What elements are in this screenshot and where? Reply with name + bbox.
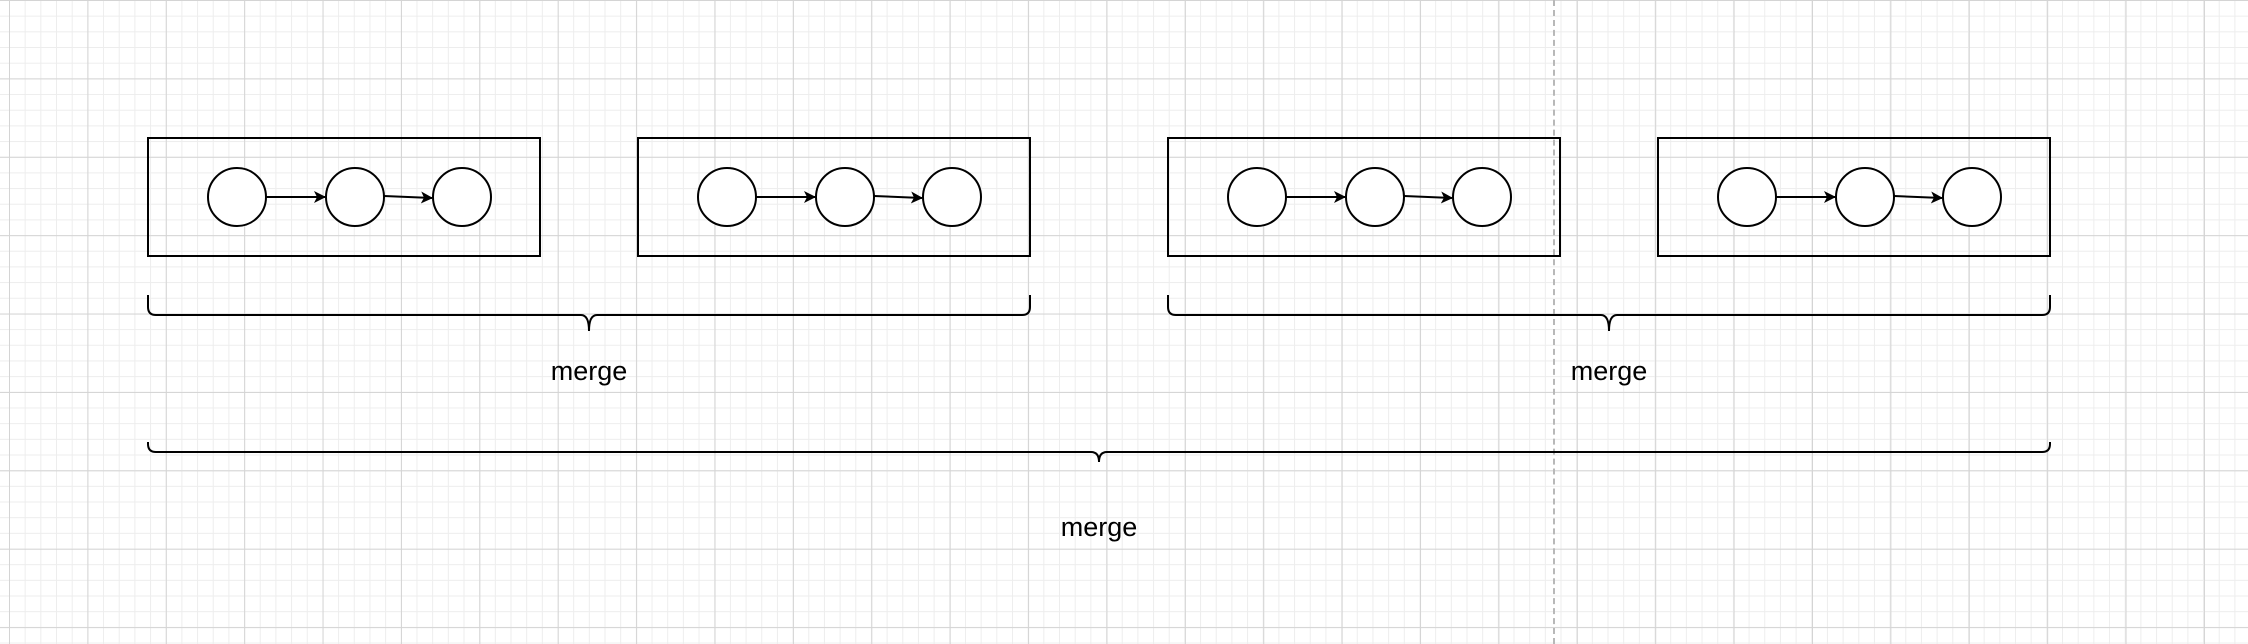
arrow [1403, 191, 1453, 204]
list-node [207, 167, 267, 227]
page-divider [1553, 0, 1555, 644]
list-node [697, 167, 757, 227]
list-node [1835, 167, 1895, 227]
list-box [637, 137, 1031, 257]
arrow [383, 191, 433, 204]
list-group-4 [1657, 137, 2051, 257]
list-box [147, 137, 541, 257]
list-group-1 [147, 137, 541, 257]
list-node [1227, 167, 1287, 227]
list-node [922, 167, 982, 227]
arrow [873, 191, 923, 204]
merge-brace-1 [147, 295, 1031, 332]
list-node [1452, 167, 1512, 227]
merge-brace-3 [147, 442, 2051, 463]
arrow [1893, 191, 1943, 204]
list-node [432, 167, 492, 227]
list-node [325, 167, 385, 227]
list-box [1167, 137, 1561, 257]
merge-label-1: merge [550, 356, 628, 386]
list-group-2 [637, 137, 1031, 257]
list-node [1717, 167, 1777, 227]
list-group-3 [1167, 137, 1561, 257]
list-node [1345, 167, 1405, 227]
merge-label-2: merge [1570, 356, 1648, 386]
merge-brace-2 [1167, 295, 2051, 332]
list-node [815, 167, 875, 227]
merge-label-3: merge [1060, 512, 1138, 542]
list-box [1657, 137, 2051, 257]
list-node [1942, 167, 2002, 227]
